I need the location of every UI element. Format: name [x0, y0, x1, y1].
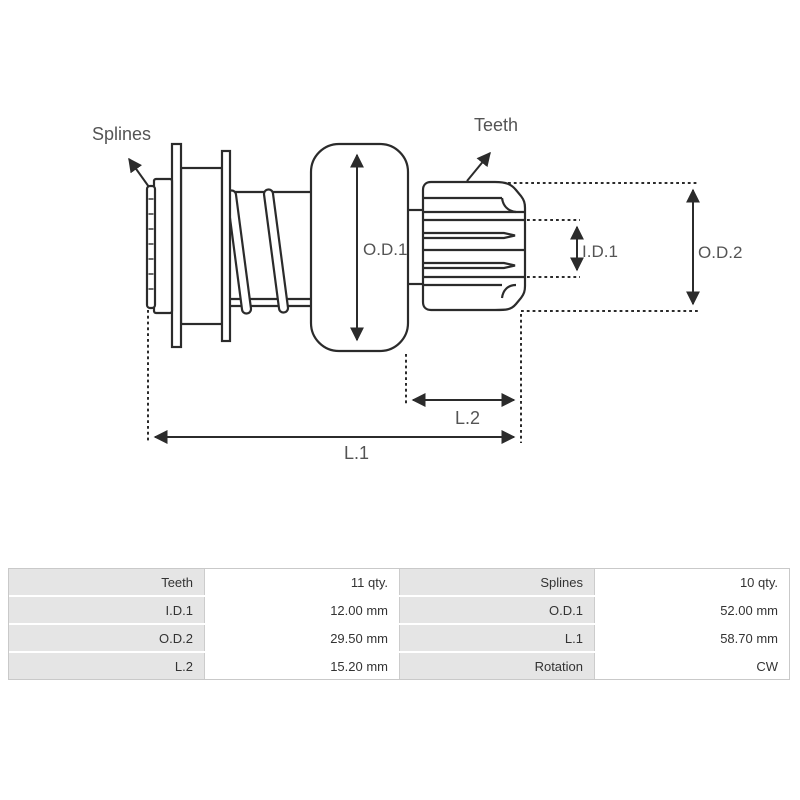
spec-l2-label: L.2: [9, 653, 204, 679]
teeth-leader-arrow: [466, 151, 491, 182]
clutch-hub: [179, 166, 224, 326]
id1-label: I.D.1: [582, 242, 618, 261]
spec-l1-label: L.1: [399, 625, 594, 651]
l2-label: L.2: [455, 408, 480, 428]
spring-coils: [225, 188, 290, 315]
thrust-collar: [152, 177, 174, 315]
od2-label: O.D.2: [698, 243, 742, 262]
l1-label: L.1: [344, 443, 369, 463]
spec-l1-value: 58.70 mm: [594, 625, 789, 651]
spec-l2-value: 15.20 mm: [204, 653, 399, 679]
od1-label: O.D.1: [363, 240, 407, 259]
spec-teeth-label: Teeth: [9, 569, 204, 595]
spec-row-1: Teeth 11 qty. Splines 10 qty.: [9, 569, 789, 595]
spline-ticks: [148, 198, 154, 290]
extension-lines: [147, 182, 699, 443]
splines-label: Splines: [92, 124, 151, 144]
spec-row-4: L.2 15.20 mm Rotation CW: [9, 653, 789, 679]
spec-od1-value: 52.00 mm: [594, 597, 789, 623]
spec-id1-value: 12.00 mm: [204, 597, 399, 623]
front-plate: [170, 142, 183, 349]
spec-od2-label: O.D.2: [9, 625, 204, 651]
spec-id1-label: I.D.1: [9, 597, 204, 623]
spec-od2-value: 29.50 mm: [204, 625, 399, 651]
teeth-label: Teeth: [474, 115, 518, 135]
pinion-gear: [421, 180, 527, 312]
spec-teeth-value: 11 qty.: [204, 569, 399, 595]
spec-table: Teeth 11 qty. Splines 10 qty. I.D.1 12.0…: [8, 568, 790, 680]
spline-shaft-end: [145, 184, 157, 310]
pinion-shaft: [408, 208, 423, 286]
technical-drawing-area: Splines Teeth O.D.1 I.D.1 O.D.2 L.2 L.1: [92, 115, 742, 463]
spec-row-3: O.D.2 29.50 mm L.1 58.70 mm: [9, 625, 789, 651]
rear-plate: [220, 149, 232, 343]
spec-od1-label: O.D.1: [399, 597, 594, 623]
dimension-arrows: [128, 151, 700, 444]
spec-splines-value: 10 qty.: [594, 569, 789, 595]
spec-row-2: I.D.1 12.00 mm O.D.1 52.00 mm: [9, 597, 789, 623]
starter-drive-drawing: Splines Teeth O.D.1 I.D.1 O.D.2 L.2 L.1: [92, 115, 742, 463]
diagram-labels: Splines Teeth O.D.1 I.D.1 O.D.2 L.2 L.1: [92, 115, 742, 463]
spec-rotation-value: CW: [594, 653, 789, 679]
spec-rotation-label: Rotation: [399, 653, 594, 679]
spec-splines-label: Splines: [399, 569, 594, 595]
splines-leader-arrow: [128, 157, 150, 188]
